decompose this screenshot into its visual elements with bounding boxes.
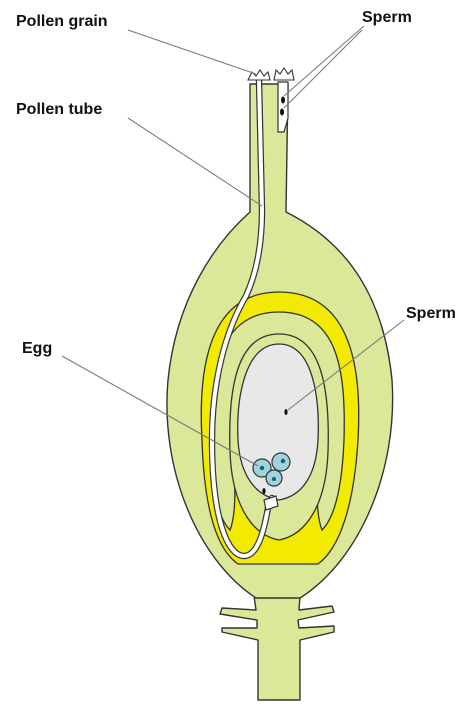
base-stalk [220, 596, 334, 700]
pollen-grain-left [248, 70, 270, 80]
leader-sperm-top-1 [284, 26, 364, 96]
egg-nucleus-2 [281, 459, 285, 463]
egg-nucleus-1 [260, 466, 264, 470]
sperm-cell-sac [284, 409, 287, 415]
sperm-cell-sac-2 [262, 488, 265, 494]
leader-pollen-tube [128, 118, 262, 206]
sperm-cell-top-2 [280, 109, 284, 116]
label-egg: Egg [22, 340, 52, 357]
egg-cell-2 [272, 453, 290, 471]
label-sperm-top: Sperm [362, 9, 412, 26]
leader-pollen-grain [128, 30, 256, 74]
label-sperm-right: Sperm [406, 305, 456, 322]
label-pollen-tube: Pollen tube [16, 101, 102, 118]
egg-nucleus-3 [272, 477, 276, 481]
leader-sperm-top-2 [284, 30, 362, 108]
second-tube [278, 82, 288, 132]
pollen-grain-right [274, 68, 294, 80]
label-pollen-grain: Pollen grain [16, 13, 108, 30]
sperm-cell-top-1 [281, 97, 285, 104]
